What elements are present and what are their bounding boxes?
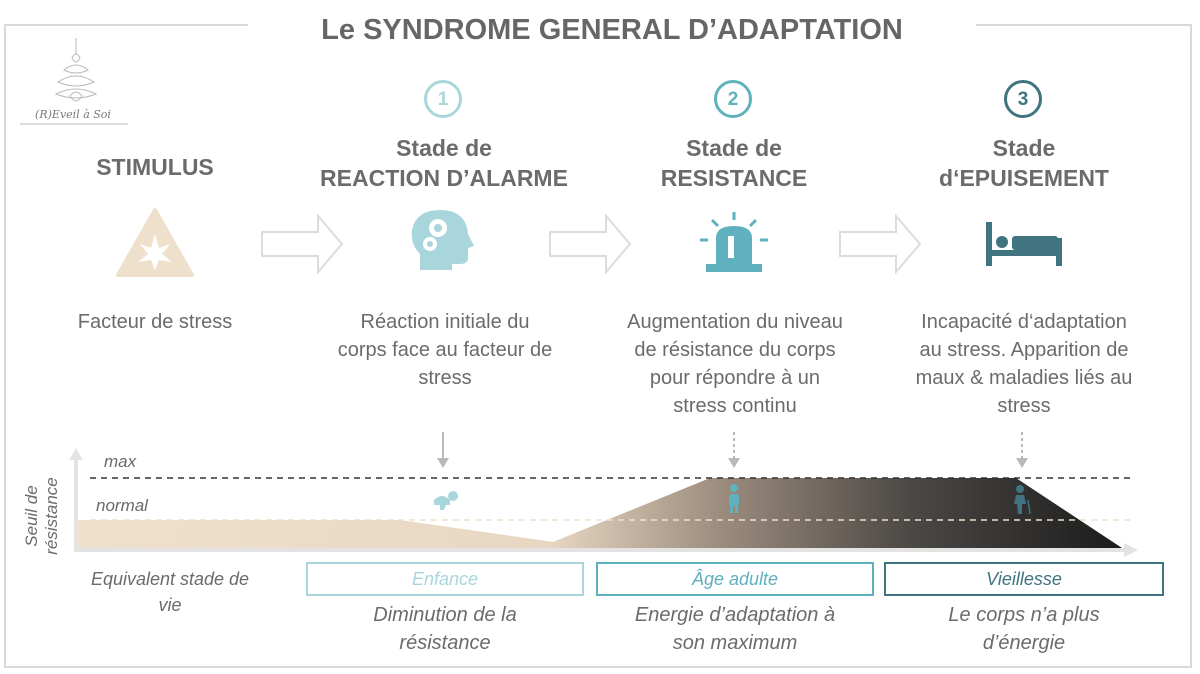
stage-2-heading-line1: Stade de [686,135,782,161]
y-axis-label: Seuil de résistance [22,456,62,576]
life-stage-enfance: Enfance [306,562,584,596]
stage-2-desc-line: stress continu [673,395,797,417]
y-axis-label-line2: résistance [42,477,61,555]
brand-logo: (R)Eveil à Soi [12,36,134,128]
life-stage-vieillesse: Vieillesse [884,562,1164,596]
flow-arrow-2 [549,213,632,275]
stage-2-life-desc: Energie d’adaptation à son maximum [596,601,874,657]
down-arrow-1 [437,432,449,468]
normal-label: normal [96,496,148,515]
resistance-curve [78,478,1122,548]
stage-2-description: Augmentation du niveau de résistance du … [596,308,874,420]
stage-1-life-desc-line: résistance [399,632,491,654]
stage-3-desc-line: au stress. Apparition de [919,339,1129,361]
head-gears-icon [411,210,474,270]
stimulus-heading: STIMULUS [96,154,214,180]
stage-3-heading: Stade d‘EPUISEMENT [894,133,1154,193]
elderly-person-cane-icon [1014,485,1031,515]
stage-3-life-desc: Le corps n’a plus d’énergie [884,601,1164,657]
stage-1-desc-line: stress [418,367,472,389]
stage-3-heading-line1: Stade [992,135,1056,161]
stage-1-life-desc: Diminution de la résistance [306,601,584,657]
stage-1-heading: Stade de REACTION D’ALARME [294,133,594,193]
stage-3-life-desc-line: Le corps n’a plus [948,604,1100,626]
bed-sick-person-icon [986,222,1062,266]
y-axis-label-line1: Seuil de [22,485,41,547]
stage-2-desc-line: pour répondre à un [649,367,821,389]
down-arrow-3 [1016,432,1028,468]
stage-2-heading-line2: RESISTANCE [660,165,808,191]
flow-arrow-1 [261,213,344,275]
stage-2-life-desc-line: son maximum [672,632,798,654]
stage-3-heading-line2: d‘EPUISEMENT [939,165,1109,191]
crawling-baby-icon [434,491,458,510]
stage-1-description: Réaction initiale du corps face au facte… [300,308,590,392]
stage-3-life-desc-line: d’énergie [982,632,1066,654]
stage-3-description: Incapacité d‘adaptation au stress. Appar… [884,308,1164,420]
lotus-swirl-logo [20,38,128,125]
stage-2-heading: Stade de RESISTANCE [604,133,864,193]
logo-text: (R)Eveil à Soi [35,108,111,121]
stage-3-desc-line: Incapacité d‘adaptation [921,311,1127,333]
x-axis-label-line1: Equivalent stade de [90,569,250,589]
stage-2-life-desc-line: Energie d’adaptation à [634,604,836,626]
flow-arrow-3 [839,213,922,275]
warning-triangle-icon [116,208,194,277]
stage-3-desc-line: maux & maladies liés au [915,367,1133,389]
stage-1-desc-line: corps face au facteur de [337,339,553,361]
stage-2-number: 2 [714,80,752,118]
max-label: max [104,452,137,471]
stimulus-description: Facteur de stress [77,311,233,333]
down-arrow-2 [728,432,740,468]
adult-person-icon [729,484,739,513]
x-axis-label-line2: vie [158,595,182,615]
siren-alarm-icon [700,212,768,272]
life-stage-adulte: Âge adulte [596,562,874,596]
stage-1-number: 1 [424,80,462,118]
stage-3-number: 3 [1004,80,1042,118]
stage-1-heading-line1: Stade de [396,135,492,161]
x-axis-label: Equivalent stade de vie [70,566,270,618]
stage-1-life-desc-line: Diminution de la [373,604,517,626]
stage-2-desc-line: de résistance du corps [634,339,836,361]
stage-1-desc-line: Réaction initiale du [360,311,530,333]
stage-1-heading-line2: REACTION D’ALARME [320,165,568,191]
page-title: Le SYNDROME GENERAL D’ADAPTATION [248,0,976,58]
stage-2-desc-line: Augmentation du niveau [627,311,843,333]
stage-3-desc-line: stress [997,395,1051,417]
